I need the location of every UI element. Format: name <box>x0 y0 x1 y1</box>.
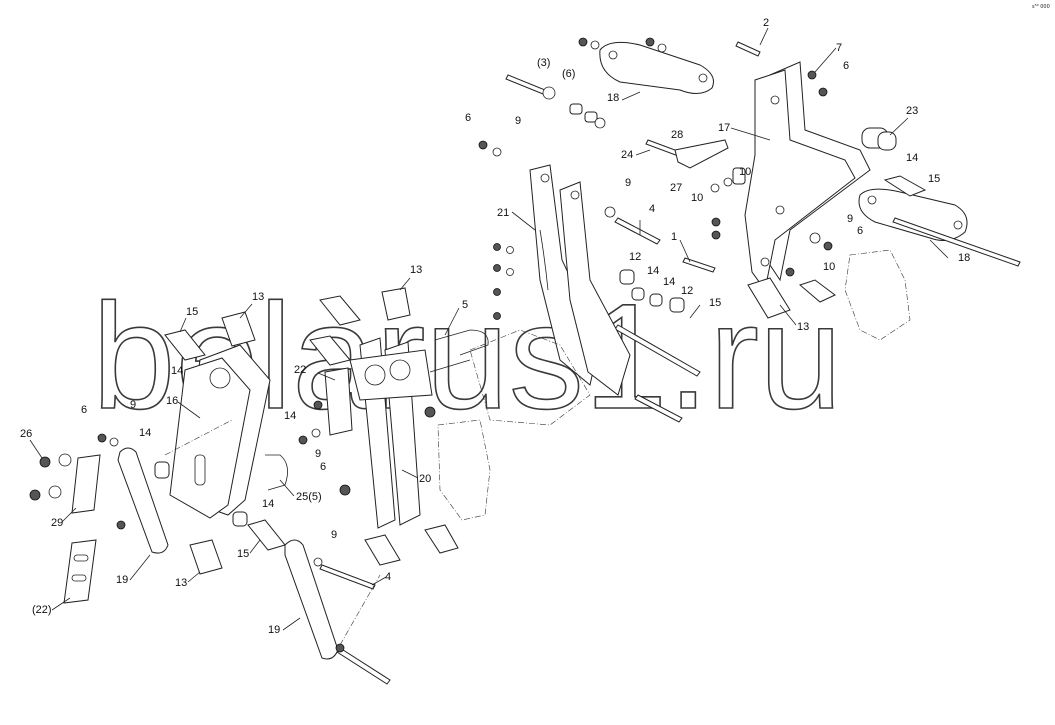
callout-label: 9 <box>130 399 136 411</box>
bolt-2 <box>735 41 761 57</box>
bracket-16-front <box>169 357 251 519</box>
callout-label: 15 <box>928 173 940 185</box>
bracket-18-right <box>858 188 968 241</box>
callout-label: 9 <box>625 177 631 189</box>
callout-label: 1 <box>671 231 677 243</box>
callout-label: 26 <box>20 428 32 440</box>
bushing-13-mid <box>381 287 411 321</box>
callout-label: 15 <box>709 297 721 309</box>
callout-label: 15 <box>186 306 198 318</box>
bracket-17-front <box>744 69 856 292</box>
plate-29 <box>71 454 101 514</box>
callout-label: 13 <box>410 264 422 276</box>
callout-label: 23 <box>906 105 918 117</box>
middle-assembly <box>298 287 491 566</box>
callout-label: 16 <box>166 395 178 407</box>
callout-label: 27 <box>670 182 682 194</box>
hole <box>608 50 618 60</box>
corner-mark: s⁵⁰ 000 <box>1032 4 1050 10</box>
callout-label: 9 <box>315 448 321 460</box>
callout-label: 4 <box>649 203 655 215</box>
nut-26 <box>39 456 51 468</box>
hole <box>698 73 708 83</box>
callout-labels: 2 7 6 (3) (6) 18 23 17 6 9 28 24 27 10 1… <box>20 17 970 636</box>
bolt-4-right <box>614 217 661 245</box>
callout-label: 14 <box>663 276 675 288</box>
callout-label: 20 <box>419 473 431 485</box>
callout-label: 10 <box>739 166 751 178</box>
center-assembly <box>469 164 631 426</box>
callout-label: 9 <box>515 115 521 127</box>
callout-label: 15 <box>237 548 249 560</box>
u-bolt-5 <box>434 329 489 356</box>
callout-label: 19 <box>116 574 128 586</box>
right-assembly <box>478 37 1021 423</box>
callout-label: 6 <box>320 461 326 473</box>
callout-label: 4 <box>385 571 391 583</box>
callout-label: 9 <box>331 529 337 541</box>
callout-label: (3) <box>537 57 550 69</box>
callout-label: 25(5) <box>296 491 322 503</box>
u-bolt-25 <box>265 454 288 491</box>
callout-label: 13 <box>797 321 809 333</box>
bushing-13-right <box>747 277 791 319</box>
callout-label: (6) <box>562 68 575 80</box>
callout-label: 12 <box>629 251 641 263</box>
callout-label: 18 <box>958 252 970 264</box>
callout-label: 6 <box>465 112 471 124</box>
callout-label: 18 <box>607 92 619 104</box>
callout-label: 6 <box>81 404 87 416</box>
callout-label: 17 <box>718 122 730 134</box>
plate-28 <box>674 139 729 169</box>
callout-label: 9 <box>847 213 853 225</box>
pin-15-right <box>883 175 927 197</box>
callout-label: 14 <box>906 152 918 164</box>
callout-label: 6 <box>857 225 863 237</box>
callout-label: 6 <box>843 60 849 72</box>
callout-label: (22) <box>32 604 52 616</box>
callout-label: 29 <box>51 517 63 529</box>
callout-label: 28 <box>671 129 683 141</box>
callout-label: 19 <box>268 624 280 636</box>
callout-label: 12 <box>681 285 693 297</box>
bracket-21-front <box>559 181 631 396</box>
bolt-3 <box>505 74 546 95</box>
callout-label: 5 <box>462 299 468 311</box>
pin-15-left <box>164 329 206 361</box>
callout-label: 14 <box>139 427 151 439</box>
callout-label: 10 <box>691 192 703 204</box>
bushing-13-low <box>189 539 223 575</box>
left-assembly <box>29 311 391 685</box>
plate-22 <box>324 367 353 436</box>
callout-label: 14 <box>647 265 659 277</box>
callout-label: 14 <box>284 410 296 422</box>
callout-label: 21 <box>497 207 509 219</box>
callout-label: 14 <box>262 498 274 510</box>
bolt-1 <box>682 257 716 273</box>
callout-label: 10 <box>823 261 835 273</box>
bolt-4-left <box>319 564 376 590</box>
callout-label: 14 <box>171 365 183 377</box>
strap-19-left <box>117 447 169 554</box>
callout-label: 13 <box>252 291 264 303</box>
strap-19-bottom <box>284 539 339 660</box>
callout-label: 22 <box>294 364 306 376</box>
plate-22-alt <box>63 539 97 604</box>
leader-lines <box>29 27 949 631</box>
callout-label: 13 <box>175 577 187 589</box>
bracket-18-top <box>599 41 714 94</box>
callout-label: 24 <box>621 149 633 161</box>
callout-label: 7 <box>836 42 842 54</box>
callout-label: 2 <box>763 17 769 29</box>
